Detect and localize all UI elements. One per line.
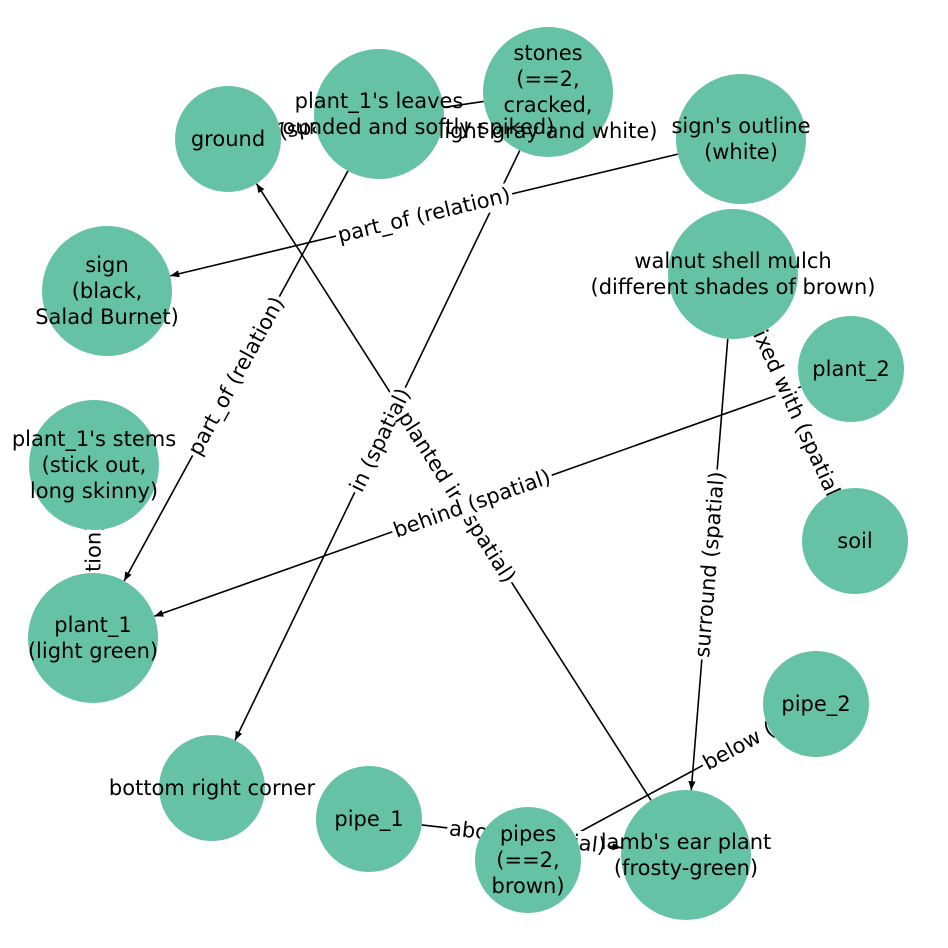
node-label-line: soil (837, 529, 872, 553)
edge-label: part_of (relation) (183, 293, 290, 460)
node-soil: soil (802, 488, 908, 594)
edge-label-background (333, 182, 515, 249)
node-circle (28, 573, 158, 703)
node-label-line: plant_1's leaves (295, 89, 464, 114)
node-label-line: pipes (500, 822, 556, 846)
node-circle (314, 49, 444, 179)
edge-label: part_of (relation) (335, 183, 513, 249)
node-circle (29, 400, 159, 530)
node-ground: ground (175, 86, 281, 192)
node-label-line: (==2, (496, 848, 559, 872)
edge-label-background (738, 305, 850, 510)
node-label-line: walnut shell mulch (634, 249, 831, 273)
node-label-line: sign's outline (671, 114, 810, 138)
node-label-line: ground (191, 127, 265, 151)
node-circle (668, 209, 798, 339)
node-circle (621, 790, 751, 920)
edge-label-background (343, 382, 417, 498)
node-bottom_right_corner: bottom right corner (109, 735, 316, 841)
edge-label-background (388, 463, 556, 544)
node-circle (802, 488, 908, 594)
node-label-line: plant_1's stems (12, 427, 176, 452)
node-circle (159, 735, 265, 841)
node-circle (798, 316, 904, 422)
node-label-line: light gray and white) (438, 119, 657, 143)
edge-label-group: in (spatial) (343, 382, 417, 498)
node-label-line: bottom right corner (109, 776, 316, 800)
node-pipe_2: pipe_2 (763, 651, 869, 757)
edge-label: surround (spatial) (690, 471, 729, 659)
edge-label-background (182, 290, 291, 462)
node-label-line: brown) (491, 874, 564, 898)
node-circle (42, 226, 172, 356)
edge-label-background (689, 468, 730, 661)
node-circle (475, 807, 581, 913)
node-label-line: long skinny) (30, 479, 158, 503)
node-label-line: lamb's ear plant (601, 830, 772, 854)
node-circle (316, 766, 422, 872)
node-label-line: pipe_1 (334, 807, 403, 832)
node-signs_outline: sign's outline(white) (671, 74, 811, 204)
node-label-line: (black, (72, 279, 143, 303)
node-label-line: stones (513, 41, 582, 65)
nodes-layer: stones(==2,cracked,light gray and white)… (12, 27, 908, 920)
node-label-line: (light green) (28, 639, 158, 663)
node-plant_1: plant_1(light green) (28, 573, 158, 703)
node-label-line: (==2, (516, 67, 579, 91)
node-label-line: sign (85, 253, 128, 277)
node-pipe_1: pipe_1 (316, 766, 422, 872)
node-pipes: pipes(==2,brown) (475, 807, 581, 913)
node-label-line: plant_2 (812, 357, 889, 382)
node-circle (676, 74, 806, 204)
node-circle (175, 86, 281, 192)
node-label-line: pipe_2 (781, 692, 850, 717)
node-walnut_mulch: walnut shell mulch(different shades of b… (591, 209, 876, 339)
node-stones: stones(==2,cracked,light gray and white) (438, 27, 658, 157)
edge-label-group: surround (spatial) (689, 468, 730, 661)
node-label-line: (stick out, (42, 453, 147, 477)
edge-label: in (spatial) (345, 384, 415, 495)
node-label-line: Salad Burnet) (35, 305, 179, 329)
node-plant_2: plant_2 (798, 316, 904, 422)
edge-label-group: part_of (relation) (182, 290, 291, 462)
node-label-line: (frosty-green) (614, 856, 758, 880)
node-lambs_ear: lamb's ear plant(frosty-green) (601, 790, 772, 920)
node-label-line: (white) (704, 140, 778, 164)
node-circle (483, 27, 613, 157)
node-label-line: plant_1 (54, 613, 131, 638)
node-label-line: (different shades of brown) (591, 275, 876, 299)
node-label-line: cracked, (504, 93, 593, 117)
node-sign: sign(black,Salad Burnet) (35, 226, 179, 356)
node-plant_1_stems: plant_1's stems(stick out,long skinny) (12, 400, 176, 530)
node-circle (763, 651, 869, 757)
